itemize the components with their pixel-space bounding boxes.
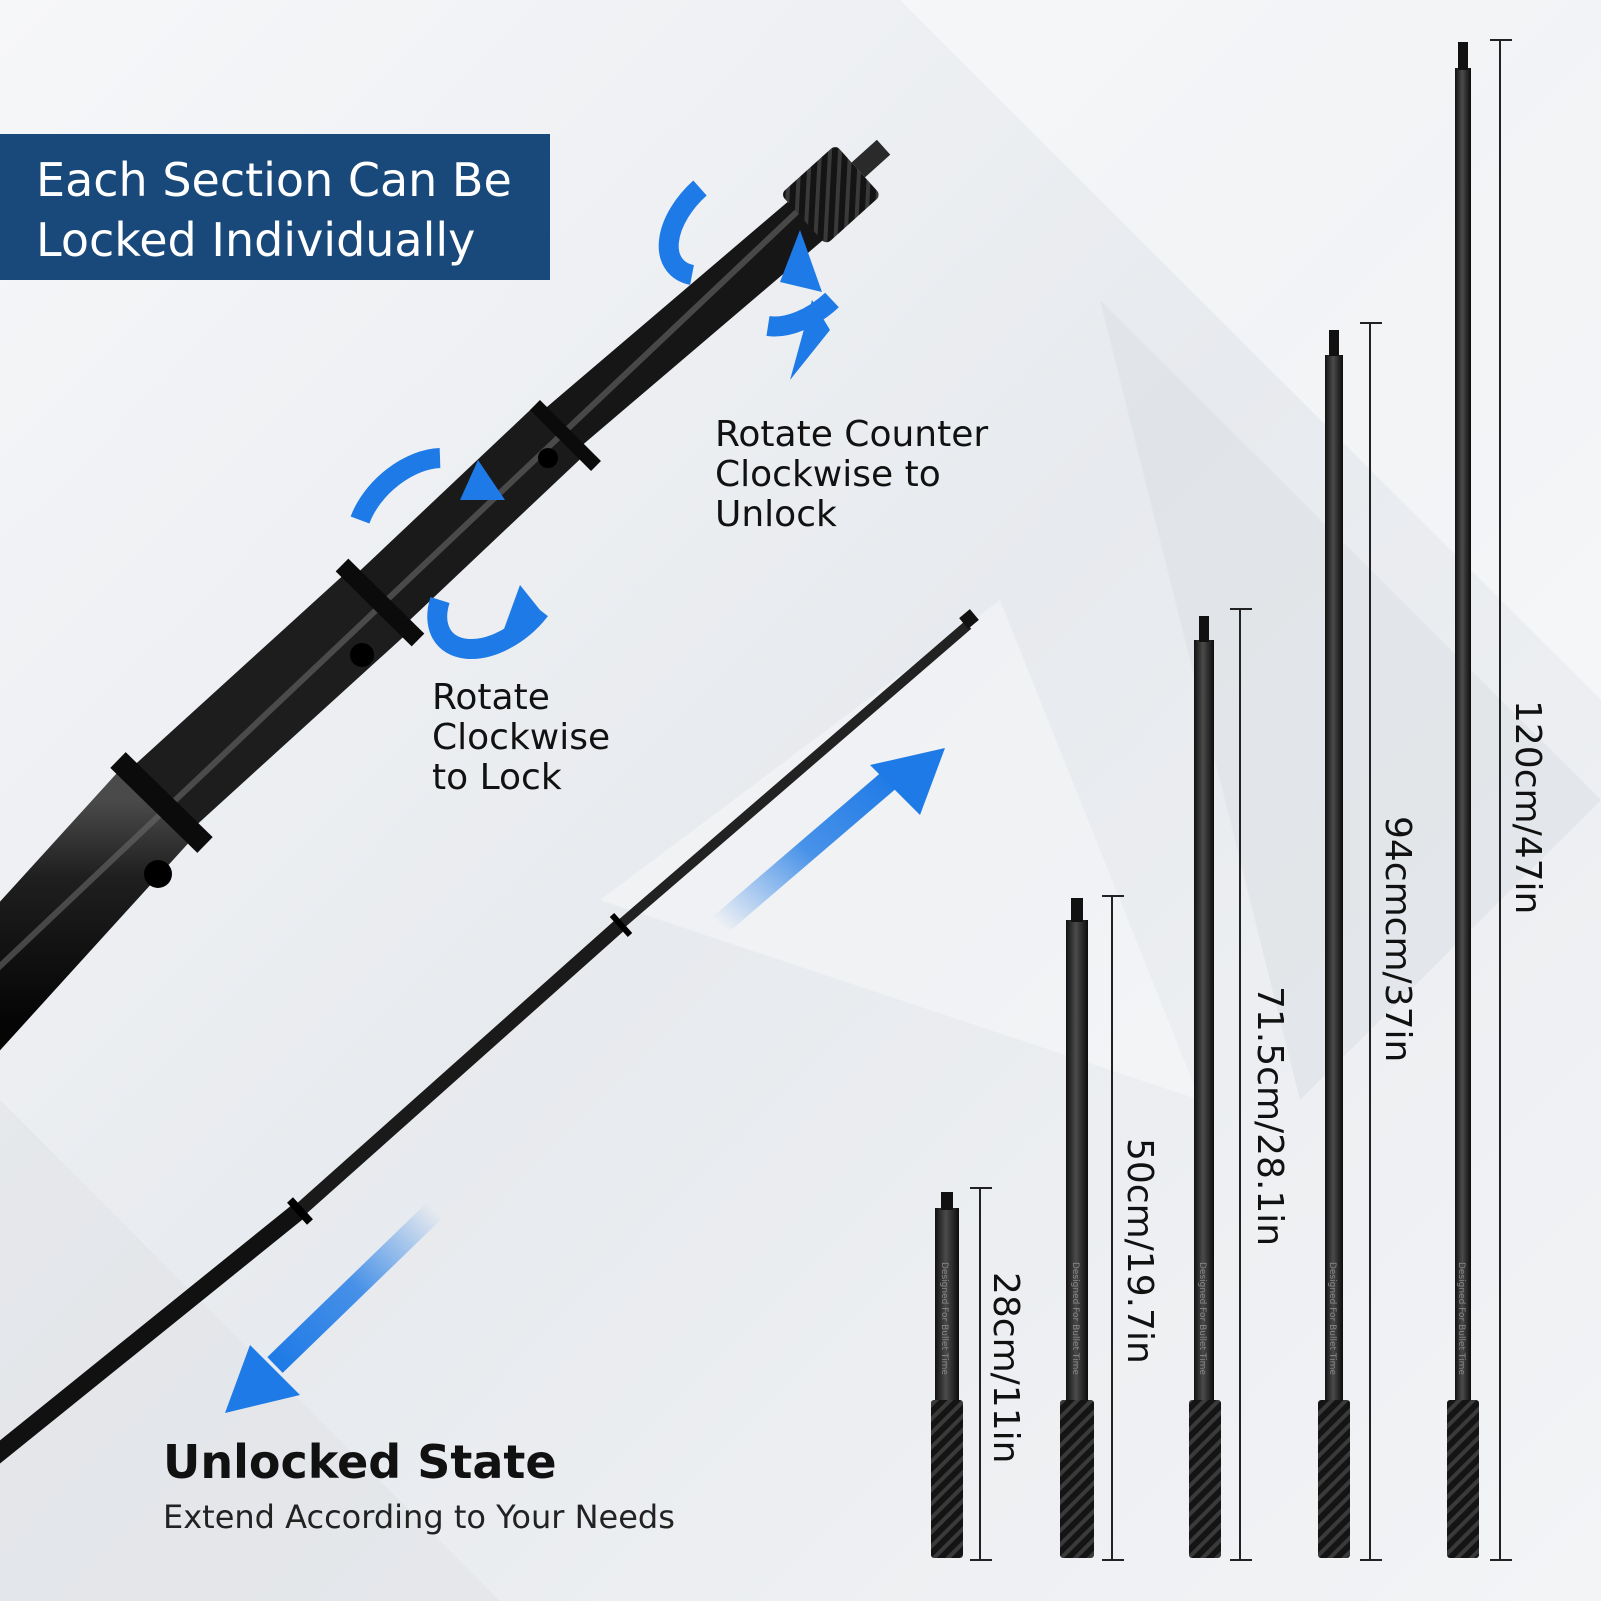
header-line-2: Locked Individually xyxy=(36,213,476,267)
selfie-stick-71cm xyxy=(1189,616,1221,1558)
unlock-caption-line: Unlock xyxy=(715,494,837,535)
lock-caption-line: Rotate xyxy=(432,677,550,718)
stick-printed-text: Designed For Bullet Time xyxy=(1070,1262,1080,1375)
size-label-94cm: 94cmcm/37in xyxy=(1377,816,1418,1063)
selfie-stick-28cm xyxy=(931,1192,963,1558)
lock-caption: Rotate Clockwise to Lock xyxy=(432,678,610,798)
unlock-caption-line: Rotate Counter xyxy=(715,414,989,455)
size-label-71cm: 71.5cm/28.1in xyxy=(1249,986,1290,1247)
stick-printed-text: Designed For Bullet Time xyxy=(1456,1262,1466,1375)
selfie-stick-94cm xyxy=(1318,330,1350,1558)
rotate-unlock-arrow-icon xyxy=(658,180,839,380)
pole-highlight xyxy=(0,187,823,971)
size-label-28cm: 28cm/11in xyxy=(985,1272,1026,1464)
dimension-line-94cm xyxy=(1360,322,1382,1561)
pole-lock-button xyxy=(538,448,558,468)
background-facet xyxy=(900,0,1601,700)
extend-up-arrow-icon xyxy=(712,748,945,934)
thin-pole-collar xyxy=(609,912,633,938)
thin-pole-tip xyxy=(959,609,979,629)
pole-section-2 xyxy=(131,568,409,832)
pole-collar xyxy=(110,752,213,853)
thin-pole-collar xyxy=(287,1197,313,1225)
selfie-stick-50cm xyxy=(1060,898,1094,1558)
lock-caption-line: Clockwise xyxy=(432,717,611,758)
retract-down-arrow-icon xyxy=(225,1202,443,1413)
lock-caption-line: to Lock xyxy=(432,757,562,798)
pole-lock-button xyxy=(144,860,172,888)
background-facet xyxy=(1100,300,1601,1100)
header-banner: Each Section Can Be Locked Individually xyxy=(0,134,550,280)
thin-pole-segment xyxy=(295,919,625,1216)
stick-printed-text: Designed For Bullet Time xyxy=(1197,1262,1207,1375)
thin-pole-segment xyxy=(0,1202,306,1464)
thin-pole-segment xyxy=(616,621,972,929)
unlocked-pole xyxy=(0,609,979,1464)
header-line-1: Each Section Can Be xyxy=(36,153,512,207)
pole-collar xyxy=(335,558,425,647)
background-facet xyxy=(600,600,1200,1100)
unlock-caption: Rotate Counter Clockwise to Unlock xyxy=(715,415,988,535)
unlocked-state-subtitle: Extend According to Your Needs xyxy=(163,1498,675,1536)
stick-printed-text: Designed For Bullet Time xyxy=(939,1262,949,1375)
pole-lock-button xyxy=(350,643,374,667)
dimension-line-120cm xyxy=(1490,39,1512,1561)
pole-top-knob xyxy=(783,139,891,243)
size-label-50cm: 50cm/19.7in xyxy=(1119,1138,1160,1364)
size-label-120cm: 120cm/47in xyxy=(1507,700,1548,915)
unlock-caption-line: Clockwise to xyxy=(715,454,941,495)
rotate-lock-arrow-icon xyxy=(350,448,548,659)
locked-pole xyxy=(0,139,891,1051)
dimension-line-71cm xyxy=(1230,608,1252,1561)
selfie-stick-120cm xyxy=(1447,42,1479,1558)
pole-collar xyxy=(530,400,601,471)
unlocked-state-title: Unlocked State xyxy=(163,1435,557,1489)
dimension-line-28cm xyxy=(970,1187,992,1561)
pole-section-3 xyxy=(355,404,585,626)
stick-printed-text: Designed For Bullet Time xyxy=(1327,1262,1337,1375)
dimension-line-50cm xyxy=(1102,895,1124,1561)
